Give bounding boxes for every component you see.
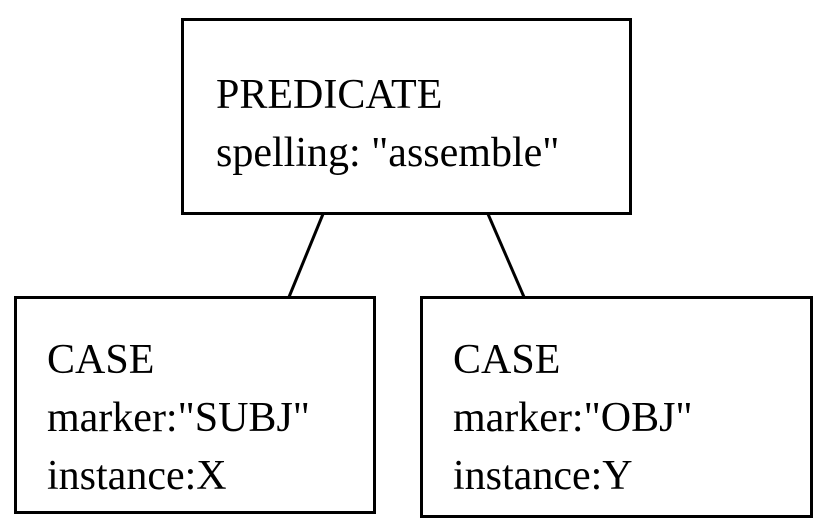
case-node-obj: CASE marker:"OBJ" instance:Y — [420, 296, 813, 518]
case-subj-type-label: CASE — [47, 337, 155, 383]
case-obj-instance-attribute: instance:Y — [453, 453, 633, 499]
edge-predicate-to-obj-case — [486, 213, 526, 298]
case-subj-instance-attribute: instance:X — [47, 453, 227, 499]
predicate-node: PREDICATE spelling: "assemble" — [181, 18, 632, 215]
predicate-spelling-attribute: spelling: "assemble" — [216, 130, 560, 176]
case-obj-type-label: CASE — [453, 337, 561, 383]
predicate-type-label: PREDICATE — [216, 72, 443, 118]
case-node-subj: CASE marker:"SUBJ" instance:X — [14, 296, 376, 514]
case-obj-marker-attribute: marker:"OBJ" — [453, 395, 693, 441]
case-subj-marker-attribute: marker:"SUBJ" — [47, 395, 310, 441]
edge-predicate-to-subj-case — [287, 213, 325, 298]
